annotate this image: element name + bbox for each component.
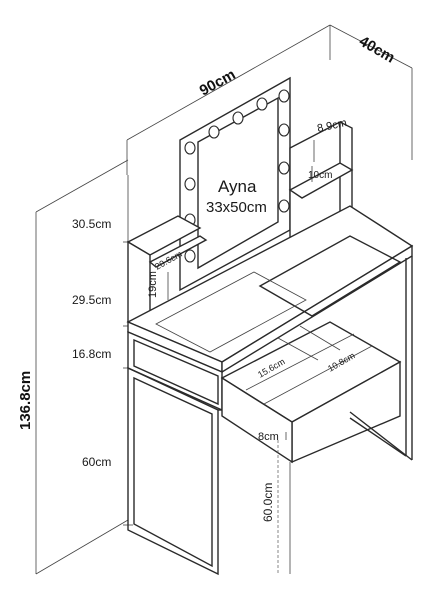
total-height-label: 136.8cm <box>17 371 34 430</box>
floor-guide <box>277 432 291 574</box>
drawer-section-label: 16.8cm <box>72 347 111 361</box>
mirror-size: 33x50cm <box>206 199 267 216</box>
bulb-icon <box>184 249 196 263</box>
upper-section-label: 30.5cm <box>72 217 111 231</box>
left-leg-frame <box>127 366 222 576</box>
depth-label: 40cm <box>356 33 398 67</box>
total-height-dimension-line <box>35 159 129 575</box>
left-shelf-unit <box>126 215 208 338</box>
bulb-icon <box>278 161 290 175</box>
bulb-icon <box>278 89 290 103</box>
drawer-height-label: 8cm <box>258 431 279 443</box>
floor-to-drawer-label: 60.0cm <box>261 483 275 522</box>
bulb-icon <box>278 123 290 137</box>
right-leg-frame <box>349 256 413 461</box>
middle-section-label: 29.5cm <box>72 293 111 307</box>
bulb-icon <box>232 111 244 125</box>
width-label: 90cm <box>197 66 239 99</box>
shelf-gap-label: 19cm <box>147 271 159 298</box>
bulb-icon <box>184 141 196 155</box>
open-drawer <box>220 321 402 464</box>
bulb-icon <box>278 199 290 213</box>
bulb-icon <box>256 97 268 111</box>
bulb-icon <box>184 177 196 191</box>
bulb-icon <box>208 125 220 139</box>
table-top <box>126 205 414 374</box>
leg-height-label: 60cm <box>82 455 111 469</box>
mirror-frame <box>179 76 291 292</box>
mirror-name: Ayna <box>218 177 257 196</box>
depth-dimension-line <box>329 24 413 160</box>
width-dimension-line <box>126 24 331 175</box>
top-shelf-depth-label: 10cm <box>308 170 332 181</box>
